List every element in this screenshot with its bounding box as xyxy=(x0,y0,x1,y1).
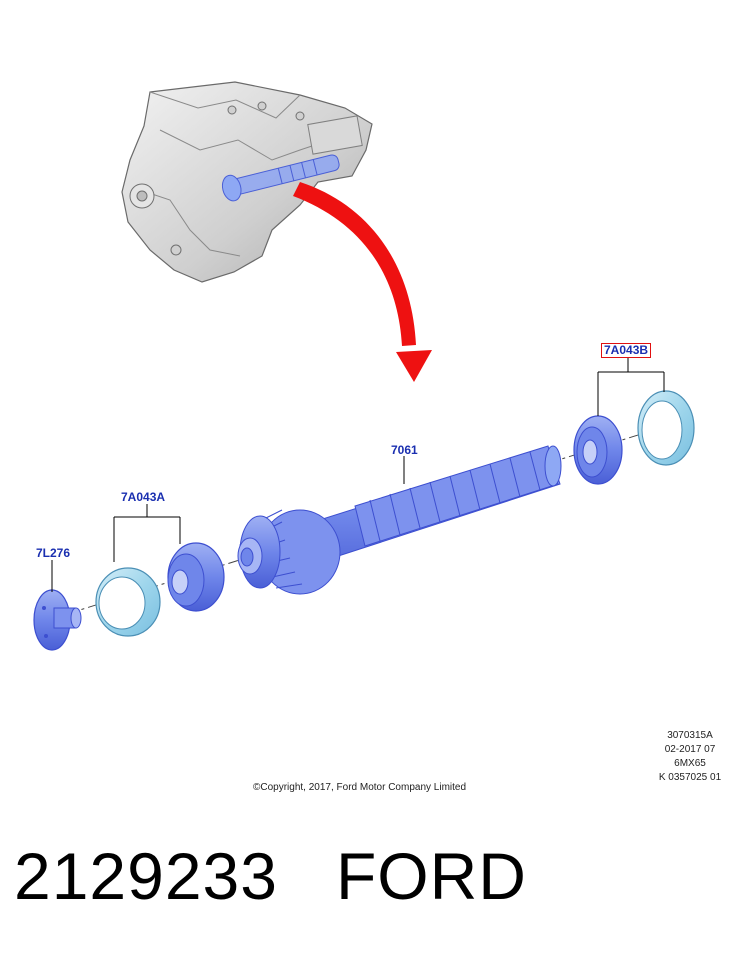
reference-line-4: K 0357025 01 xyxy=(658,772,722,783)
flange-part xyxy=(33,589,82,651)
transmission-housing xyxy=(121,81,373,283)
callout-7a043b[interactable]: 7A043B xyxy=(601,343,652,358)
bearing-race-left xyxy=(95,567,161,637)
bearing-right xyxy=(573,415,623,485)
bearing-left xyxy=(167,542,225,612)
reference-line-3: 6MX65 xyxy=(674,758,706,769)
input-shaft xyxy=(237,445,562,595)
callout-7l276[interactable]: 7L276 xyxy=(36,546,71,560)
input-gear xyxy=(237,509,341,595)
callout-7061[interactable]: 7061 xyxy=(391,443,418,457)
part-footer: 2129233 FORD xyxy=(14,838,527,914)
leader-lines xyxy=(51,358,665,592)
brand-name: FORD xyxy=(335,839,527,913)
part-number: 2129233 xyxy=(14,839,278,913)
bearing-race-right xyxy=(637,390,695,466)
housing-shaft-highlight xyxy=(221,154,340,202)
callout-7a043a[interactable]: 7A043A xyxy=(121,490,166,504)
reference-line-2: 02-2017 07 xyxy=(664,744,716,755)
reference-block: 3070315A 02-2017 07 6MX65 K 0357025 01 xyxy=(648,729,732,785)
red-pointer-arrow xyxy=(293,182,432,382)
reference-line-1: 3070315A xyxy=(667,730,713,741)
copyright-notice: ©Copyright, 2017, Ford Motor Company Lim… xyxy=(253,782,467,793)
